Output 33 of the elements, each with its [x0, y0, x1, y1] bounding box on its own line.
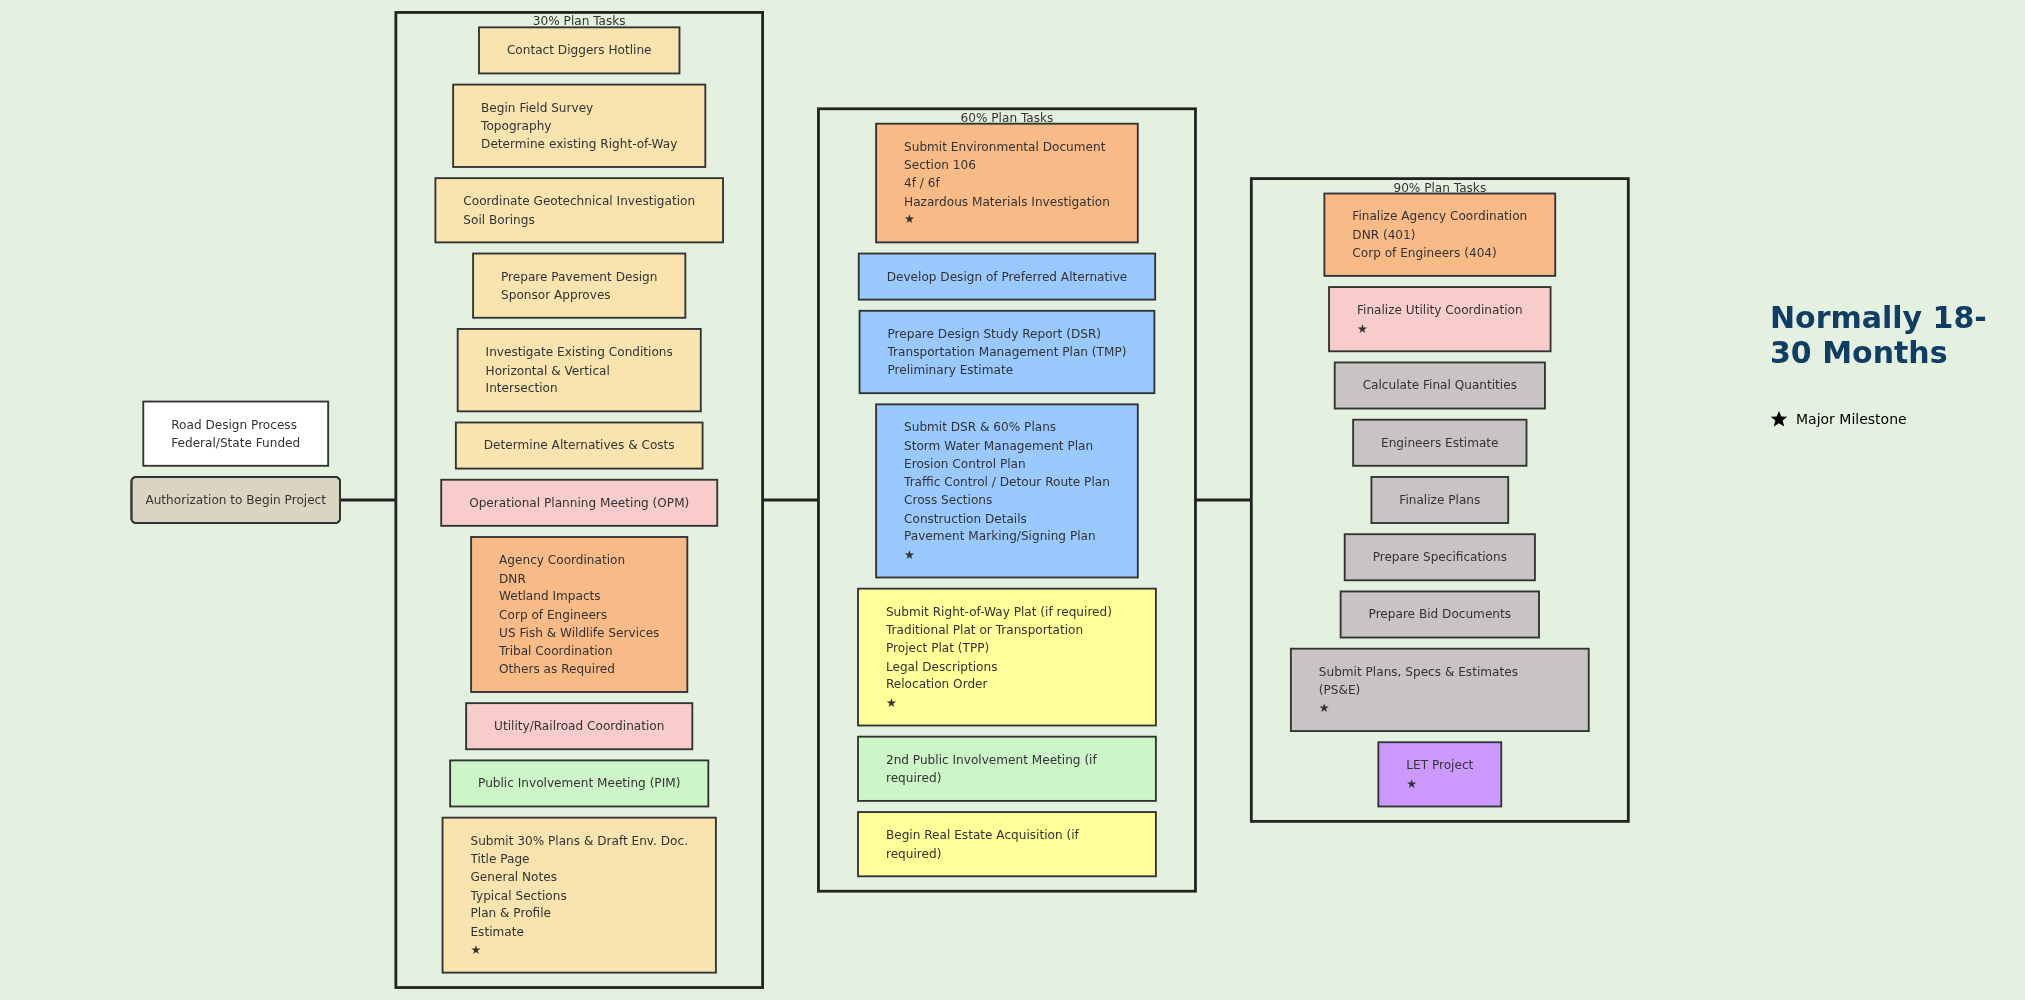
- node-box: Submit Right-of-Way Plat (if required) Traditional Plat or Transportation Project Plat (TPP) Legal Descriptions Relocation Order ★: [857, 587, 1157, 727]
- node-box: Finalize Agency Coordination DNR (401) Corp of Engineers (404): [1323, 192, 1557, 277]
- node-box: Prepare Specifications: [1343, 533, 1536, 582]
- node-box: 2nd Public Involvement Meeting (if required): [857, 735, 1157, 802]
- node-box: Public Involvement Meeting (PIM): [449, 759, 710, 808]
- node-box: Road Design Process Federal/State Funded: [142, 400, 330, 467]
- node-box: Investigate Existing Conditions Horizontal & Vertical Intersection: [456, 328, 702, 413]
- node-box: Develop Design of Preferred Alternative: [857, 252, 1157, 301]
- node-box: Prepare Bid Documents: [1339, 590, 1541, 639]
- node-box: Prepare Design Study Report (DSR) Transportation Management Plan (TMP) Preliminary Estimate: [858, 309, 1156, 395]
- node-box: Finalize Plans: [1370, 476, 1510, 524]
- node-box: Calculate Final Quantities: [1333, 361, 1546, 410]
- node-box: Submit DSR & 60% Plans Storm Water Management Plan Erosion Control Plan Traffic Control / Detour Route Plan Cross Sections Construction Details Pavement Marking/Signing Plan ★: [875, 403, 1139, 579]
- node-box: Coordinate Geotechnical Investigation Soil Borings: [434, 177, 725, 244]
- node-box: LET Project ★: [1377, 741, 1503, 808]
- connector: [762, 498, 819, 502]
- node-box: Begin Real Estate Acquisition (if required): [857, 811, 1157, 878]
- duration-note: Normally 18-30 Months: [1770, 300, 1988, 370]
- node-box: Utility/Railroad Coordination: [465, 702, 694, 751]
- node-box: Begin Field Survey Topography Determine existing Right-of-Way: [452, 83, 707, 168]
- connector: [340, 498, 396, 502]
- node-box: Agency Coordination DNR Wetland Impacts Corp of Engineers US Fish & Wildlife Services Tribal Coordination Others as Required: [470, 536, 689, 693]
- node-box: Submit 30% Plans & Draft Env. Doc. Title Page General Notes Typical Sections Plan & Profile Estimate ★: [441, 816, 717, 974]
- node-box: Finalize Utility Coordination ★: [1328, 286, 1552, 353]
- node-box: Determine Alternatives & Costs: [455, 421, 704, 470]
- legend-text: Major Milestone: [1796, 411, 1907, 427]
- node-box: Engineers Estimate: [1352, 418, 1528, 467]
- node-box: Prepare Pavement Design Sponsor Approves: [472, 252, 687, 319]
- node-box: Submit Plans, Specs & Estimates (PS&E) ★: [1290, 647, 1590, 732]
- node-box: Submit Environmental Document Section 106 4f / 6f Hazardous Materials Investigation ★: [875, 122, 1139, 244]
- node-box: Contact Diggers Hotline: [478, 26, 681, 75]
- node-box: Operational Planning Meeting (OPM): [440, 478, 719, 527]
- connector: [1195, 498, 1252, 502]
